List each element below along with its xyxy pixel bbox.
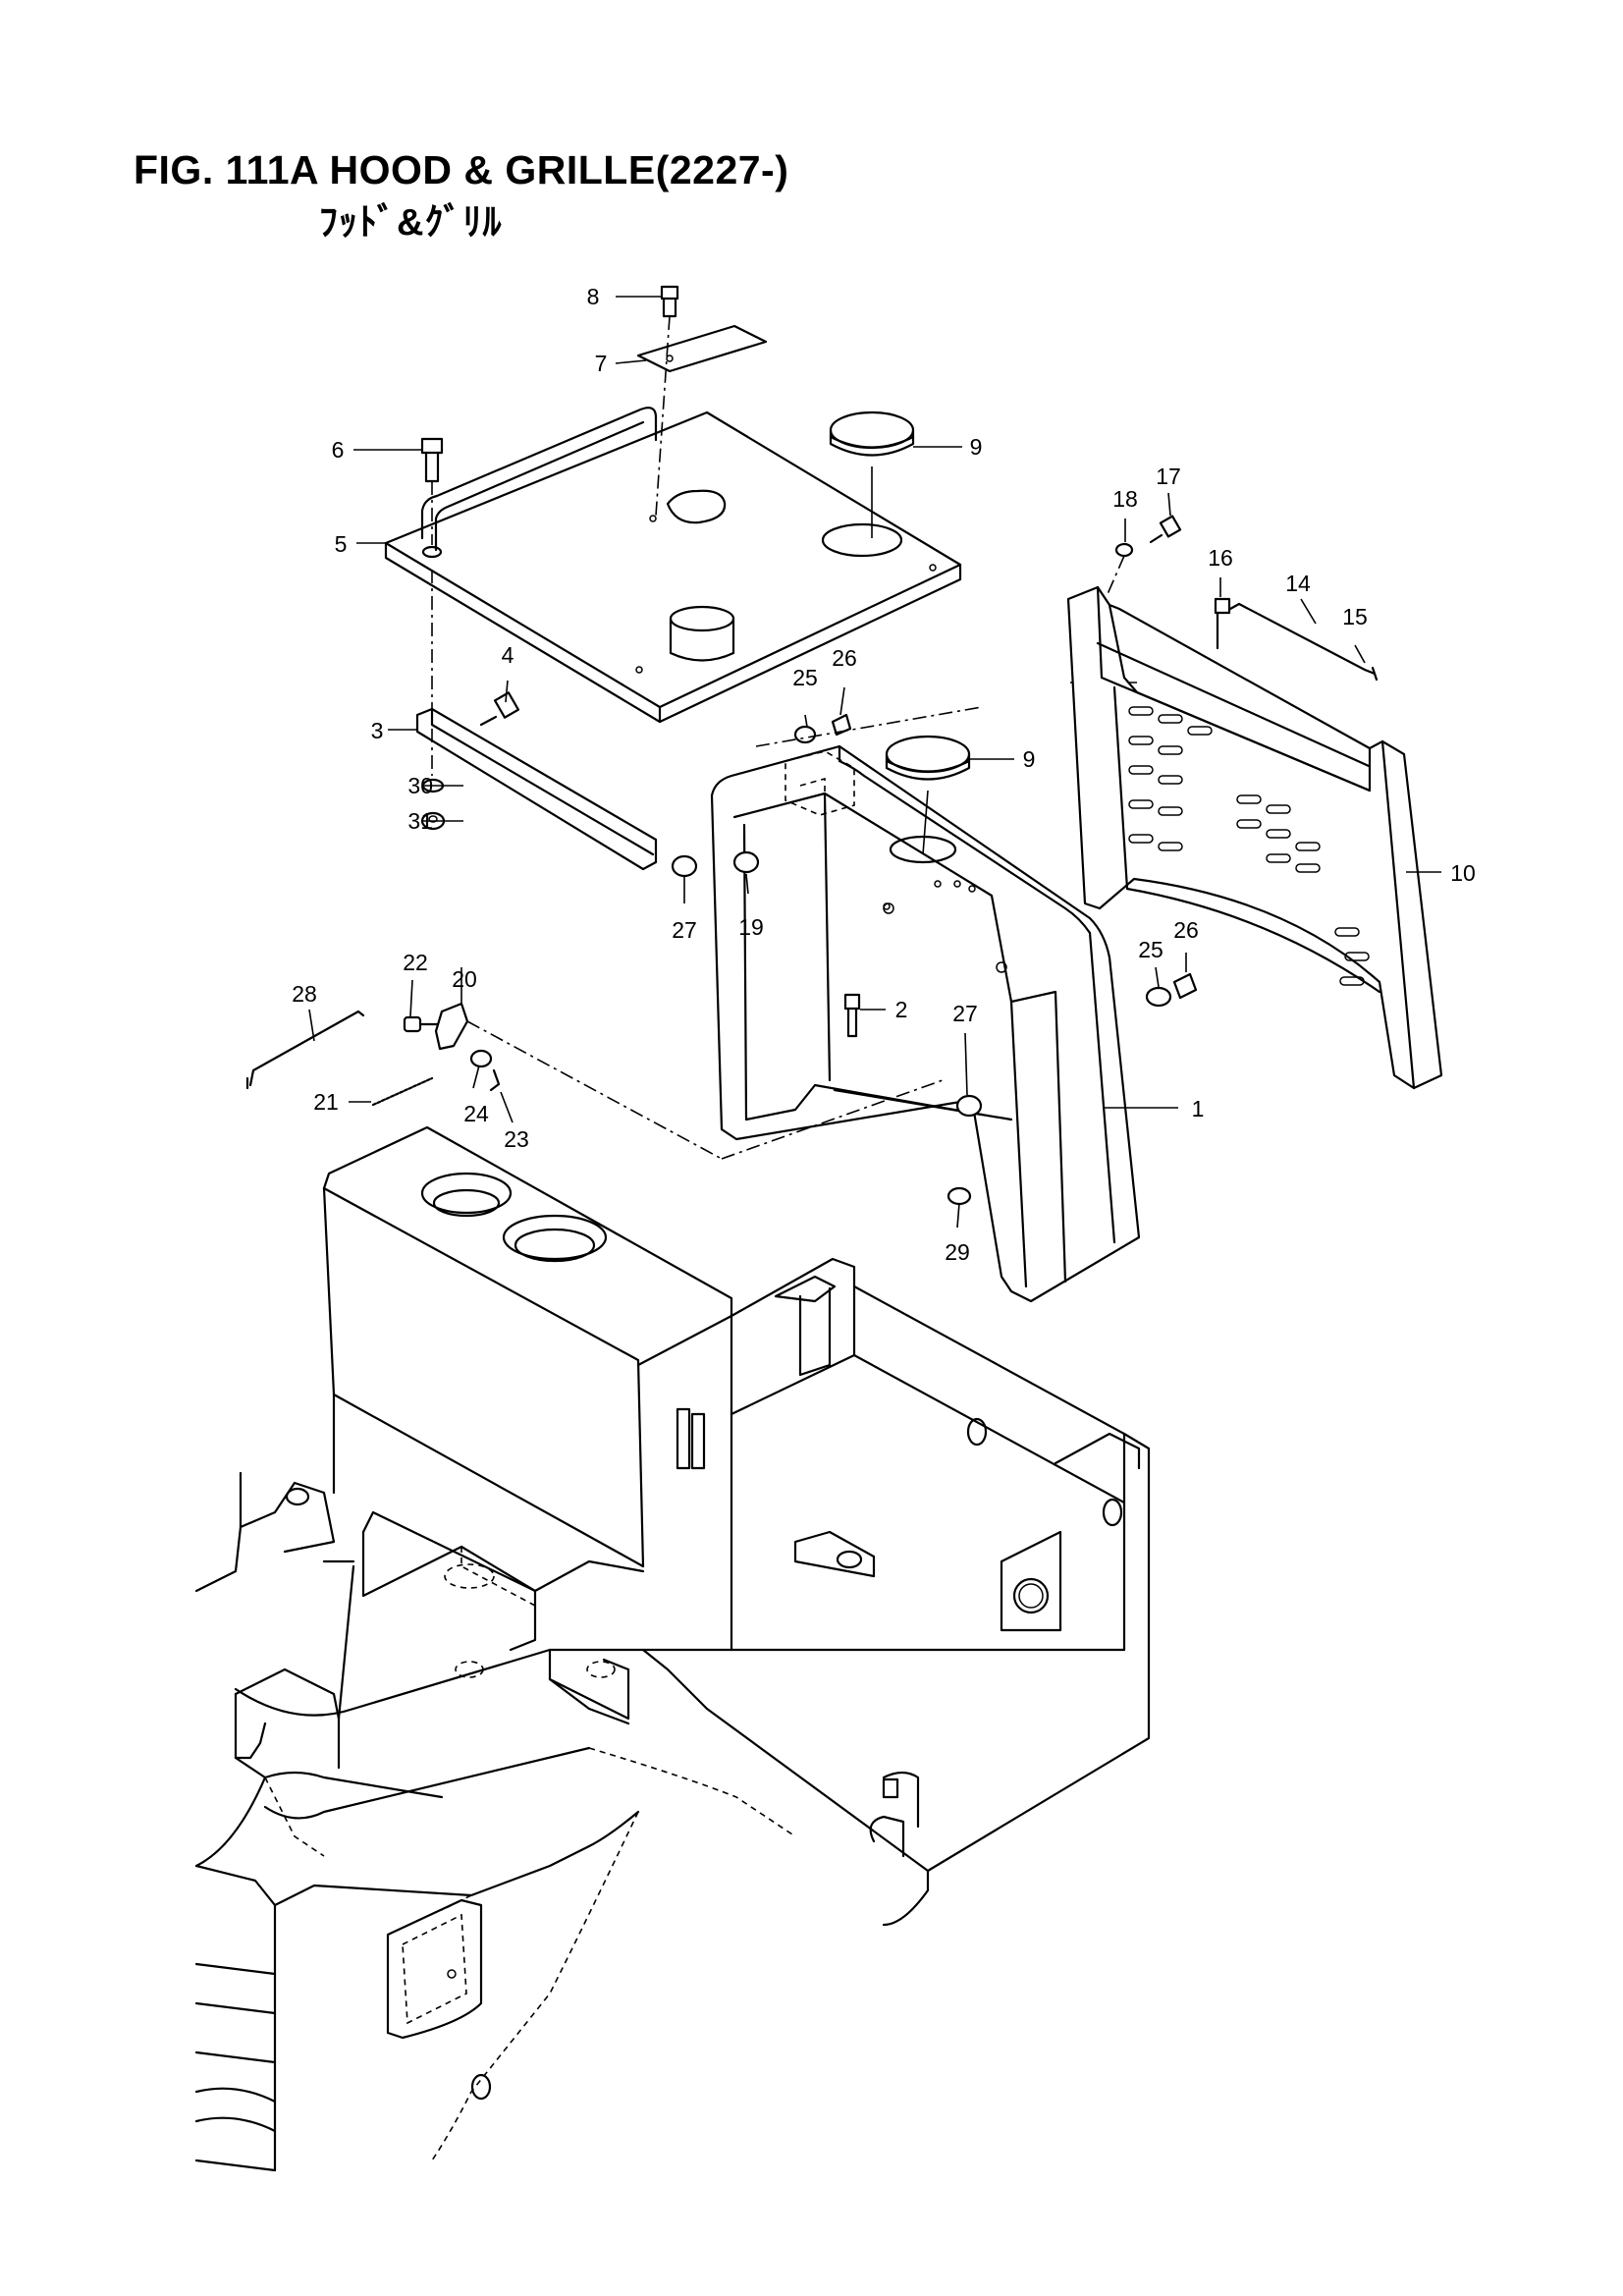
grille-vent-slots [1128, 706, 1370, 986]
callout-4: 4 [502, 642, 514, 668]
callout-14: 14 [1285, 571, 1311, 596]
callout-16: 16 [1208, 545, 1233, 571]
callout-27-left: 27 [672, 917, 697, 943]
machine-frame [194, 1257, 1151, 2172]
leader-lines [308, 296, 1441, 1229]
filler-cap-upper [829, 410, 915, 538]
cover-plate-and-bolts [420, 285, 768, 545]
callout-30: 30 [407, 773, 433, 798]
callout-27-right: 27 [952, 1001, 978, 1026]
callout-1: 1 [1192, 1096, 1205, 1121]
callout-29: 29 [945, 1239, 970, 1265]
callout-21: 21 [313, 1089, 339, 1115]
callout-26-left: 26 [832, 645, 857, 671]
grille-panel [1066, 515, 1443, 1090]
callout-15: 15 [1342, 604, 1368, 629]
callout-19: 19 [738, 914, 764, 940]
callout-5: 5 [335, 531, 348, 557]
figure-title: FIG. 111A HOOD & GRILLE(2227-) [134, 147, 789, 192]
latch-assembly [245, 1002, 944, 1160]
callout-3: 3 [371, 718, 384, 743]
callout-8: 8 [587, 284, 600, 309]
figure-subtitle: ﾌｯﾄﾞ&ｸﾞﾘﾙ [319, 202, 503, 244]
callout-labels: 8 7 6 5 9 4 3 30 31 25 26 9 27 19 18 17 … [292, 284, 1476, 1265]
callout-10: 10 [1450, 860, 1476, 886]
callout-9-lower: 9 [1023, 746, 1036, 772]
callout-26-right: 26 [1173, 917, 1199, 943]
callout-18: 18 [1112, 486, 1138, 512]
callout-17: 17 [1156, 464, 1181, 489]
callout-20: 20 [452, 966, 477, 992]
callout-23: 23 [504, 1126, 529, 1152]
callout-7: 7 [595, 351, 608, 376]
hood-body-frame [710, 744, 1141, 1303]
tank-body [322, 1125, 733, 1568]
callout-22: 22 [403, 950, 428, 975]
callout-9-upper: 9 [970, 434, 983, 460]
callout-25-left: 25 [792, 665, 818, 690]
callout-2: 2 [895, 997, 908, 1022]
callout-31: 31 [407, 808, 433, 834]
hood-top-panel [384, 407, 962, 724]
callout-25-right: 25 [1138, 937, 1163, 962]
callout-28: 28 [292, 981, 317, 1007]
filler-cap-lower [885, 735, 971, 855]
callout-24: 24 [463, 1101, 489, 1126]
callout-6: 6 [332, 437, 345, 463]
hood-fasteners [671, 682, 1198, 1206]
